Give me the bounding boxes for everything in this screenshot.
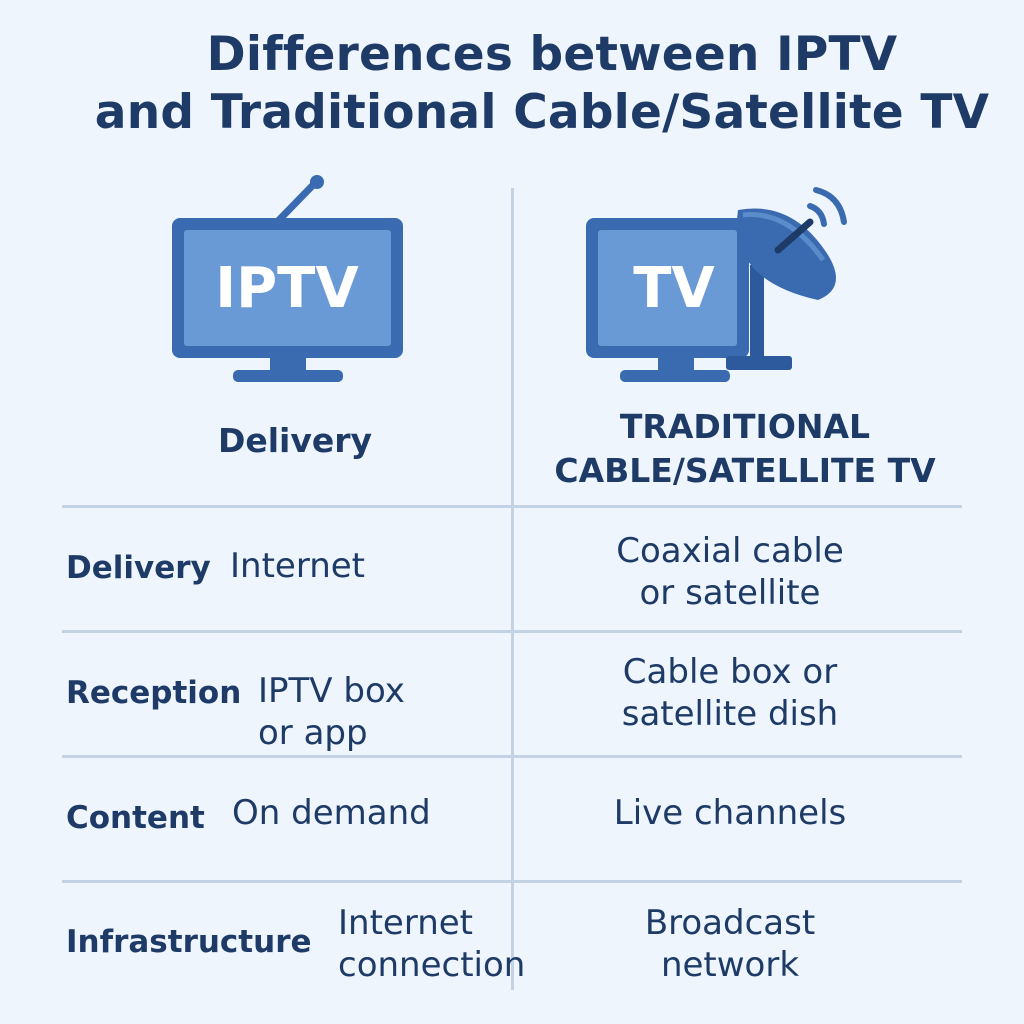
row-label-content: Content [66, 800, 205, 836]
satellite-dish-icon [737, 208, 836, 300]
row-divider [62, 630, 962, 633]
cell-iptv-reception: IPTV box or app [258, 670, 405, 754]
row-label-infrastructure: Infrastructure [66, 924, 312, 960]
cell-text: or satellite [639, 573, 821, 613]
right-column-header: TRADITIONAL CABLE/SATELLITE TV [520, 405, 970, 493]
cell-iptv-infrastructure: Internet connection [338, 902, 525, 986]
cell-traditional-content: Live channels [520, 792, 940, 834]
right-column-header-line-2: CABLE/SATELLITE TV [554, 451, 936, 490]
row-divider [62, 755, 962, 758]
iptv-tv-icon: IPTV [172, 175, 403, 382]
row-label-reception: Reception [66, 675, 242, 711]
row-label-delivery: Delivery [66, 550, 211, 586]
cell-text: Live channels [613, 793, 847, 833]
signal-waves-icon [807, 187, 847, 227]
cell-text: network [660, 945, 800, 985]
cell-text: On demand [232, 793, 431, 833]
page-title: Differences between IPTV and Traditional… [0, 26, 1024, 142]
satellite-tv-icon: TV [586, 187, 847, 382]
iptv-screen-label: IPTV [215, 256, 359, 321]
title-line-2: and Traditional Cable/Satellite TV [94, 85, 990, 140]
cell-text: satellite dish [621, 694, 839, 734]
cell-iptv-content: On demand [232, 792, 431, 834]
cell-traditional-reception: Cable box or satellite dish [520, 651, 940, 735]
cell-text: IPTV box [258, 671, 405, 711]
left-column-header: Delivery [217, 421, 373, 460]
cell-text: Cable box or [622, 652, 838, 692]
cell-traditional-infrastructure: Broadcast network [520, 902, 940, 986]
cell-iptv-delivery: Internet [230, 545, 365, 587]
row-divider [62, 505, 962, 508]
cell-text: Internet [230, 546, 366, 586]
cell-text: connection [338, 945, 526, 985]
cell-text: Broadcast [644, 903, 816, 943]
cell-text: Internet [338, 903, 474, 943]
cell-traditional-delivery: Coaxial cable or satellite [520, 530, 940, 614]
column-divider [511, 188, 514, 990]
cell-text: Coaxial cable [616, 531, 844, 571]
title-line-1: Differences between IPTV [206, 27, 898, 82]
tv-screen-label: TV [633, 256, 715, 321]
right-column-header-line-1: TRADITIONAL [619, 407, 871, 446]
cell-text: or app [258, 713, 368, 753]
row-divider [62, 880, 962, 883]
